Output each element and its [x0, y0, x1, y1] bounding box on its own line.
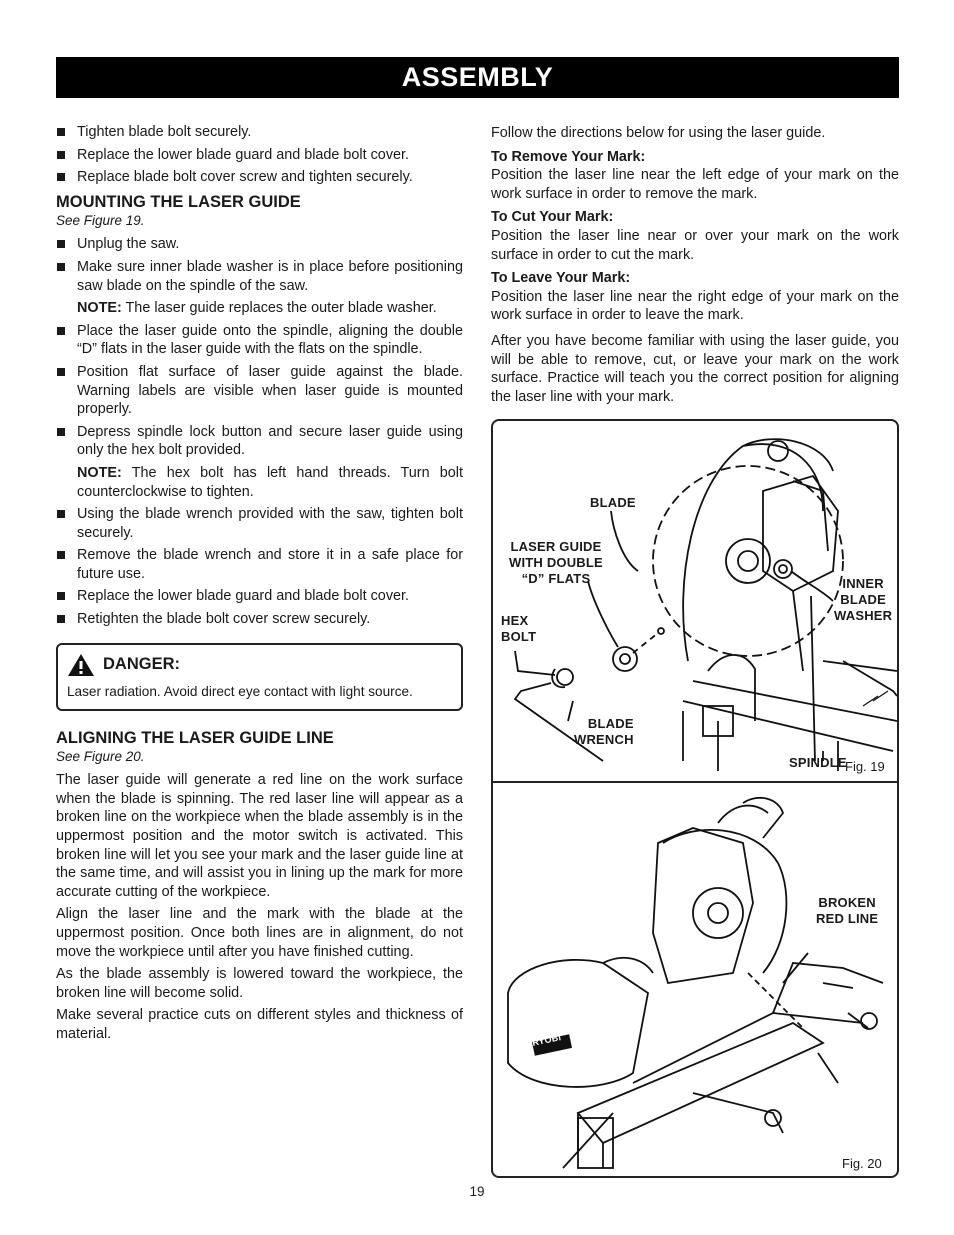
- paragraph: As the blade assembly is lowered toward …: [56, 966, 463, 1001]
- see-figure-19: See Figure 19.: [56, 212, 145, 228]
- danger-box: DANGER: Laser radiation. Avoid direct ey…: [56, 642, 463, 711]
- list-item: Make sure inner blade washer is in place…: [56, 258, 463, 295]
- list-item: Unplug the saw.: [56, 235, 463, 254]
- note-text: The laser guide replaces the outer blade…: [121, 300, 437, 317]
- mounting-steps: Unplug the saw. Make sure inner blade wa…: [56, 235, 463, 295]
- list-item: Remove the blade wrench and store it in …: [56, 546, 463, 583]
- blade-callout: BLADE: [590, 495, 636, 510]
- hex-bolt-callout: HEX BOLT: [501, 613, 537, 644]
- page-header: ASSEMBLY: [56, 57, 899, 98]
- note-label: NOTE:: [77, 300, 122, 317]
- note-label: NOTE:: [77, 464, 122, 481]
- after-text: After you have become familiar with usin…: [491, 332, 899, 405]
- paragraph: Make several practice cuts on different …: [56, 1007, 463, 1042]
- list-item: Replace blade bolt cover screw and tight…: [56, 168, 463, 187]
- note: NOTE: The laser guide replaces the outer…: [56, 299, 463, 318]
- inner-blade-washer-callout: INNER BLADE WASHER: [834, 576, 893, 623]
- figure-20-caption: Fig. 20: [842, 1156, 882, 1171]
- remove-mark-text: Position the laser line near the left ed…: [491, 167, 899, 202]
- leave-mark-title: To Leave Your Mark:: [491, 270, 631, 287]
- leave-mark-text: Position the laser line near the right e…: [491, 288, 899, 324]
- danger-text: Laser radiation. Avoid direct eye contac…: [67, 683, 413, 699]
- mounting-heading: MOUNTING THE LASER GUIDE: [56, 192, 301, 211]
- left-column: Tighten blade bolt securely. Replace the…: [56, 123, 463, 1048]
- mounting-steps: Using the blade wrench provided with the…: [56, 505, 463, 629]
- list-item: Retighten the blade bolt cover screw sec…: [56, 610, 463, 629]
- danger-title: DANGER:: [103, 655, 180, 674]
- list-item: Replace the lower blade guard and blade …: [56, 587, 463, 606]
- page-number: 19: [469, 1184, 485, 1199]
- note-text: The hex bolt has left hand threads. Turn…: [77, 464, 463, 500]
- figure-19-illustration: [513, 438, 897, 771]
- warning-triangle-icon: [68, 653, 94, 676]
- mounting-steps: Place the laser guide onto the spindle, …: [56, 322, 463, 460]
- list-item: Place the laser guide onto the spindle, …: [56, 322, 463, 359]
- danger-title-row: DANGER:: [67, 653, 452, 677]
- list-item: Tighten blade bolt securely.: [56, 123, 463, 142]
- paragraph: Align the laser line and the mark with t…: [56, 906, 463, 960]
- laser-guide-callout: LASER GUIDE WITH DOUBLE “D” FLATS: [509, 539, 603, 586]
- intro-text: Follow the directions below for using th…: [491, 125, 826, 141]
- list-item: Replace the lower blade guard and blade …: [56, 146, 463, 165]
- see-figure-20: See Figure 20.: [56, 748, 145, 764]
- aligning-heading: ALIGNING THE LASER GUIDE LINE: [56, 728, 334, 747]
- remove-mark-title: To Remove Your Mark:: [491, 148, 646, 165]
- figure-box: BLADE LASER GUIDE WITH DOUBLE “D” FLATS …: [491, 419, 899, 1178]
- figure-19-caption: Fig. 19: [845, 759, 885, 774]
- figure-divider: [493, 781, 897, 783]
- list-item: Depress spindle lock button and secure l…: [56, 423, 463, 460]
- list-item: Using the blade wrench provided with the…: [56, 505, 463, 542]
- right-column: Follow the directions below for using th…: [491, 124, 899, 410]
- top-bullet-list: Tighten blade bolt securely. Replace the…: [56, 123, 463, 187]
- note: NOTE: The hex bolt has left hand threads…: [56, 464, 463, 501]
- paragraph: The laser guide will generate a red line…: [56, 772, 463, 900]
- list-item: Position flat surface of laser guide aga…: [56, 363, 463, 419]
- cut-mark-text: Position the laser line near or over you…: [491, 227, 899, 263]
- blade-wrench-callout: BLADE WRENCH: [574, 716, 634, 747]
- figure-20-illustration: [507, 796, 884, 1169]
- broken-red-line-callout: BROKEN RED LINE: [816, 895, 879, 926]
- cut-mark-title: To Cut Your Mark:: [491, 209, 614, 226]
- spindle-callout: SPINDLE: [789, 755, 847, 770]
